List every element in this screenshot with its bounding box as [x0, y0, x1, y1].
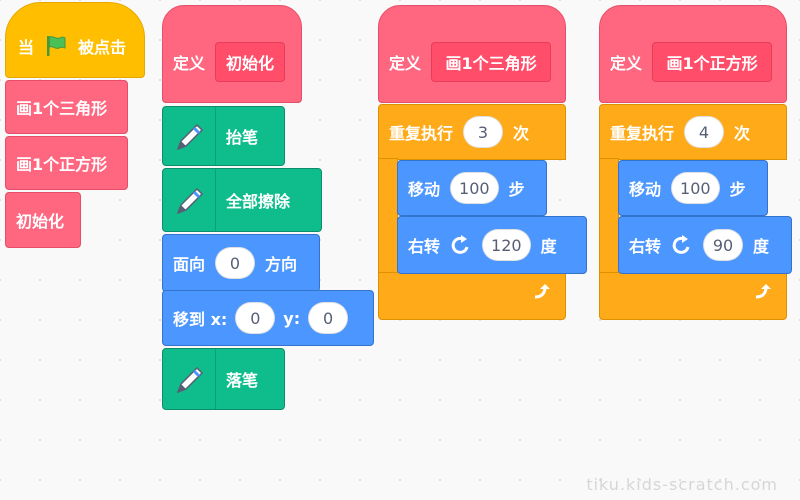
define-triangle-hat[interactable]: 定义 画1个三角形	[378, 5, 566, 103]
pen-down-block[interactable]: 落笔	[162, 348, 285, 410]
call-label: 画1个正方形	[16, 155, 108, 174]
clicked-label: 被点击	[78, 38, 127, 57]
goto-xy-block[interactable]: 移到 x: 0 y: 0	[162, 290, 374, 346]
turn-right-block[interactable]: 右转 120 度	[397, 216, 587, 274]
watermark: tiku.kids-scratch.com	[586, 475, 778, 494]
move-suffix: 步	[729, 180, 746, 199]
repeat-block[interactable]: 重复执行 4 次	[599, 104, 787, 160]
green-flag-icon	[44, 34, 68, 58]
repeat-label: 重复执行	[389, 124, 454, 143]
repeat-block[interactable]: 重复执行 3 次	[378, 104, 566, 160]
move-label: 移动	[629, 180, 662, 199]
loop-arrow-icon	[752, 281, 774, 308]
direction-input[interactable]: 0	[215, 247, 256, 279]
define-prototype: 画1个正方形	[652, 42, 773, 82]
clear-label: 全部擦除	[226, 192, 291, 211]
move-steps-block[interactable]: 移动 100 步	[397, 160, 547, 216]
call-draw-square-block[interactable]: 画1个正方形	[5, 136, 128, 190]
y-label: y:	[283, 308, 301, 328]
define-prototype: 画1个三角形	[431, 42, 552, 82]
pen-icon	[163, 349, 216, 409]
pen-icon	[163, 169, 216, 231]
loop-arrow-icon	[531, 281, 553, 308]
repeat-c-foot	[378, 272, 566, 320]
when-label: 当	[18, 38, 35, 57]
repeat-count-input[interactable]: 3	[463, 116, 504, 148]
define-label: 定义	[610, 54, 643, 73]
repeat-suffix: 次	[513, 124, 530, 143]
call-init-block[interactable]: 初始化	[5, 192, 81, 248]
move-label: 移动	[408, 180, 441, 199]
repeat-c-foot	[599, 272, 787, 320]
turn-label: 右转	[408, 237, 441, 256]
turn-right-block[interactable]: 右转 90 度	[618, 216, 792, 274]
clear-block[interactable]: 全部擦除	[162, 168, 322, 232]
repeat-label: 重复执行	[610, 124, 675, 143]
pen-icon	[163, 107, 216, 165]
repeat-c-arm	[599, 158, 619, 278]
when-flag-clicked-hat[interactable]: 当 被点击	[5, 2, 145, 78]
pen-down-label: 落笔	[226, 371, 259, 390]
move-steps-block[interactable]: 移动 100 步	[618, 160, 768, 216]
point-suffix: 方向	[265, 255, 298, 274]
steps-input[interactable]: 100	[450, 172, 499, 204]
call-label: 画1个三角形	[16, 99, 108, 118]
y-input[interactable]: 0	[308, 302, 349, 334]
define-prototype: 初始化	[215, 42, 286, 82]
define-square-hat[interactable]: 定义 画1个正方形	[599, 5, 787, 103]
define-init-hat[interactable]: 定义 初始化	[162, 5, 302, 103]
degrees-input[interactable]: 120	[482, 229, 531, 261]
move-suffix: 步	[508, 180, 525, 199]
repeat-c-arm	[378, 158, 398, 278]
goto-label: 移到 x:	[173, 310, 228, 329]
turn-label: 右转	[629, 237, 662, 256]
pen-up-block[interactable]: 抬笔	[162, 106, 285, 166]
pen-up-label: 抬笔	[226, 128, 259, 147]
call-draw-triangle-block[interactable]: 画1个三角形	[5, 80, 128, 134]
repeat-suffix: 次	[734, 124, 751, 143]
rotate-right-icon	[671, 234, 693, 256]
turn-suffix: 度	[540, 237, 557, 256]
repeat-count-input[interactable]: 4	[684, 116, 725, 148]
steps-input[interactable]: 100	[671, 172, 720, 204]
point-in-direction-block[interactable]: 面向 0 方向	[162, 234, 320, 292]
call-label: 初始化	[16, 212, 65, 231]
point-label: 面向	[173, 255, 206, 274]
define-label: 定义	[173, 54, 206, 73]
rotate-right-icon	[450, 234, 472, 256]
define-label: 定义	[389, 54, 422, 73]
x-input[interactable]: 0	[235, 302, 276, 334]
turn-suffix: 度	[753, 237, 770, 256]
degrees-input[interactable]: 90	[703, 229, 744, 261]
